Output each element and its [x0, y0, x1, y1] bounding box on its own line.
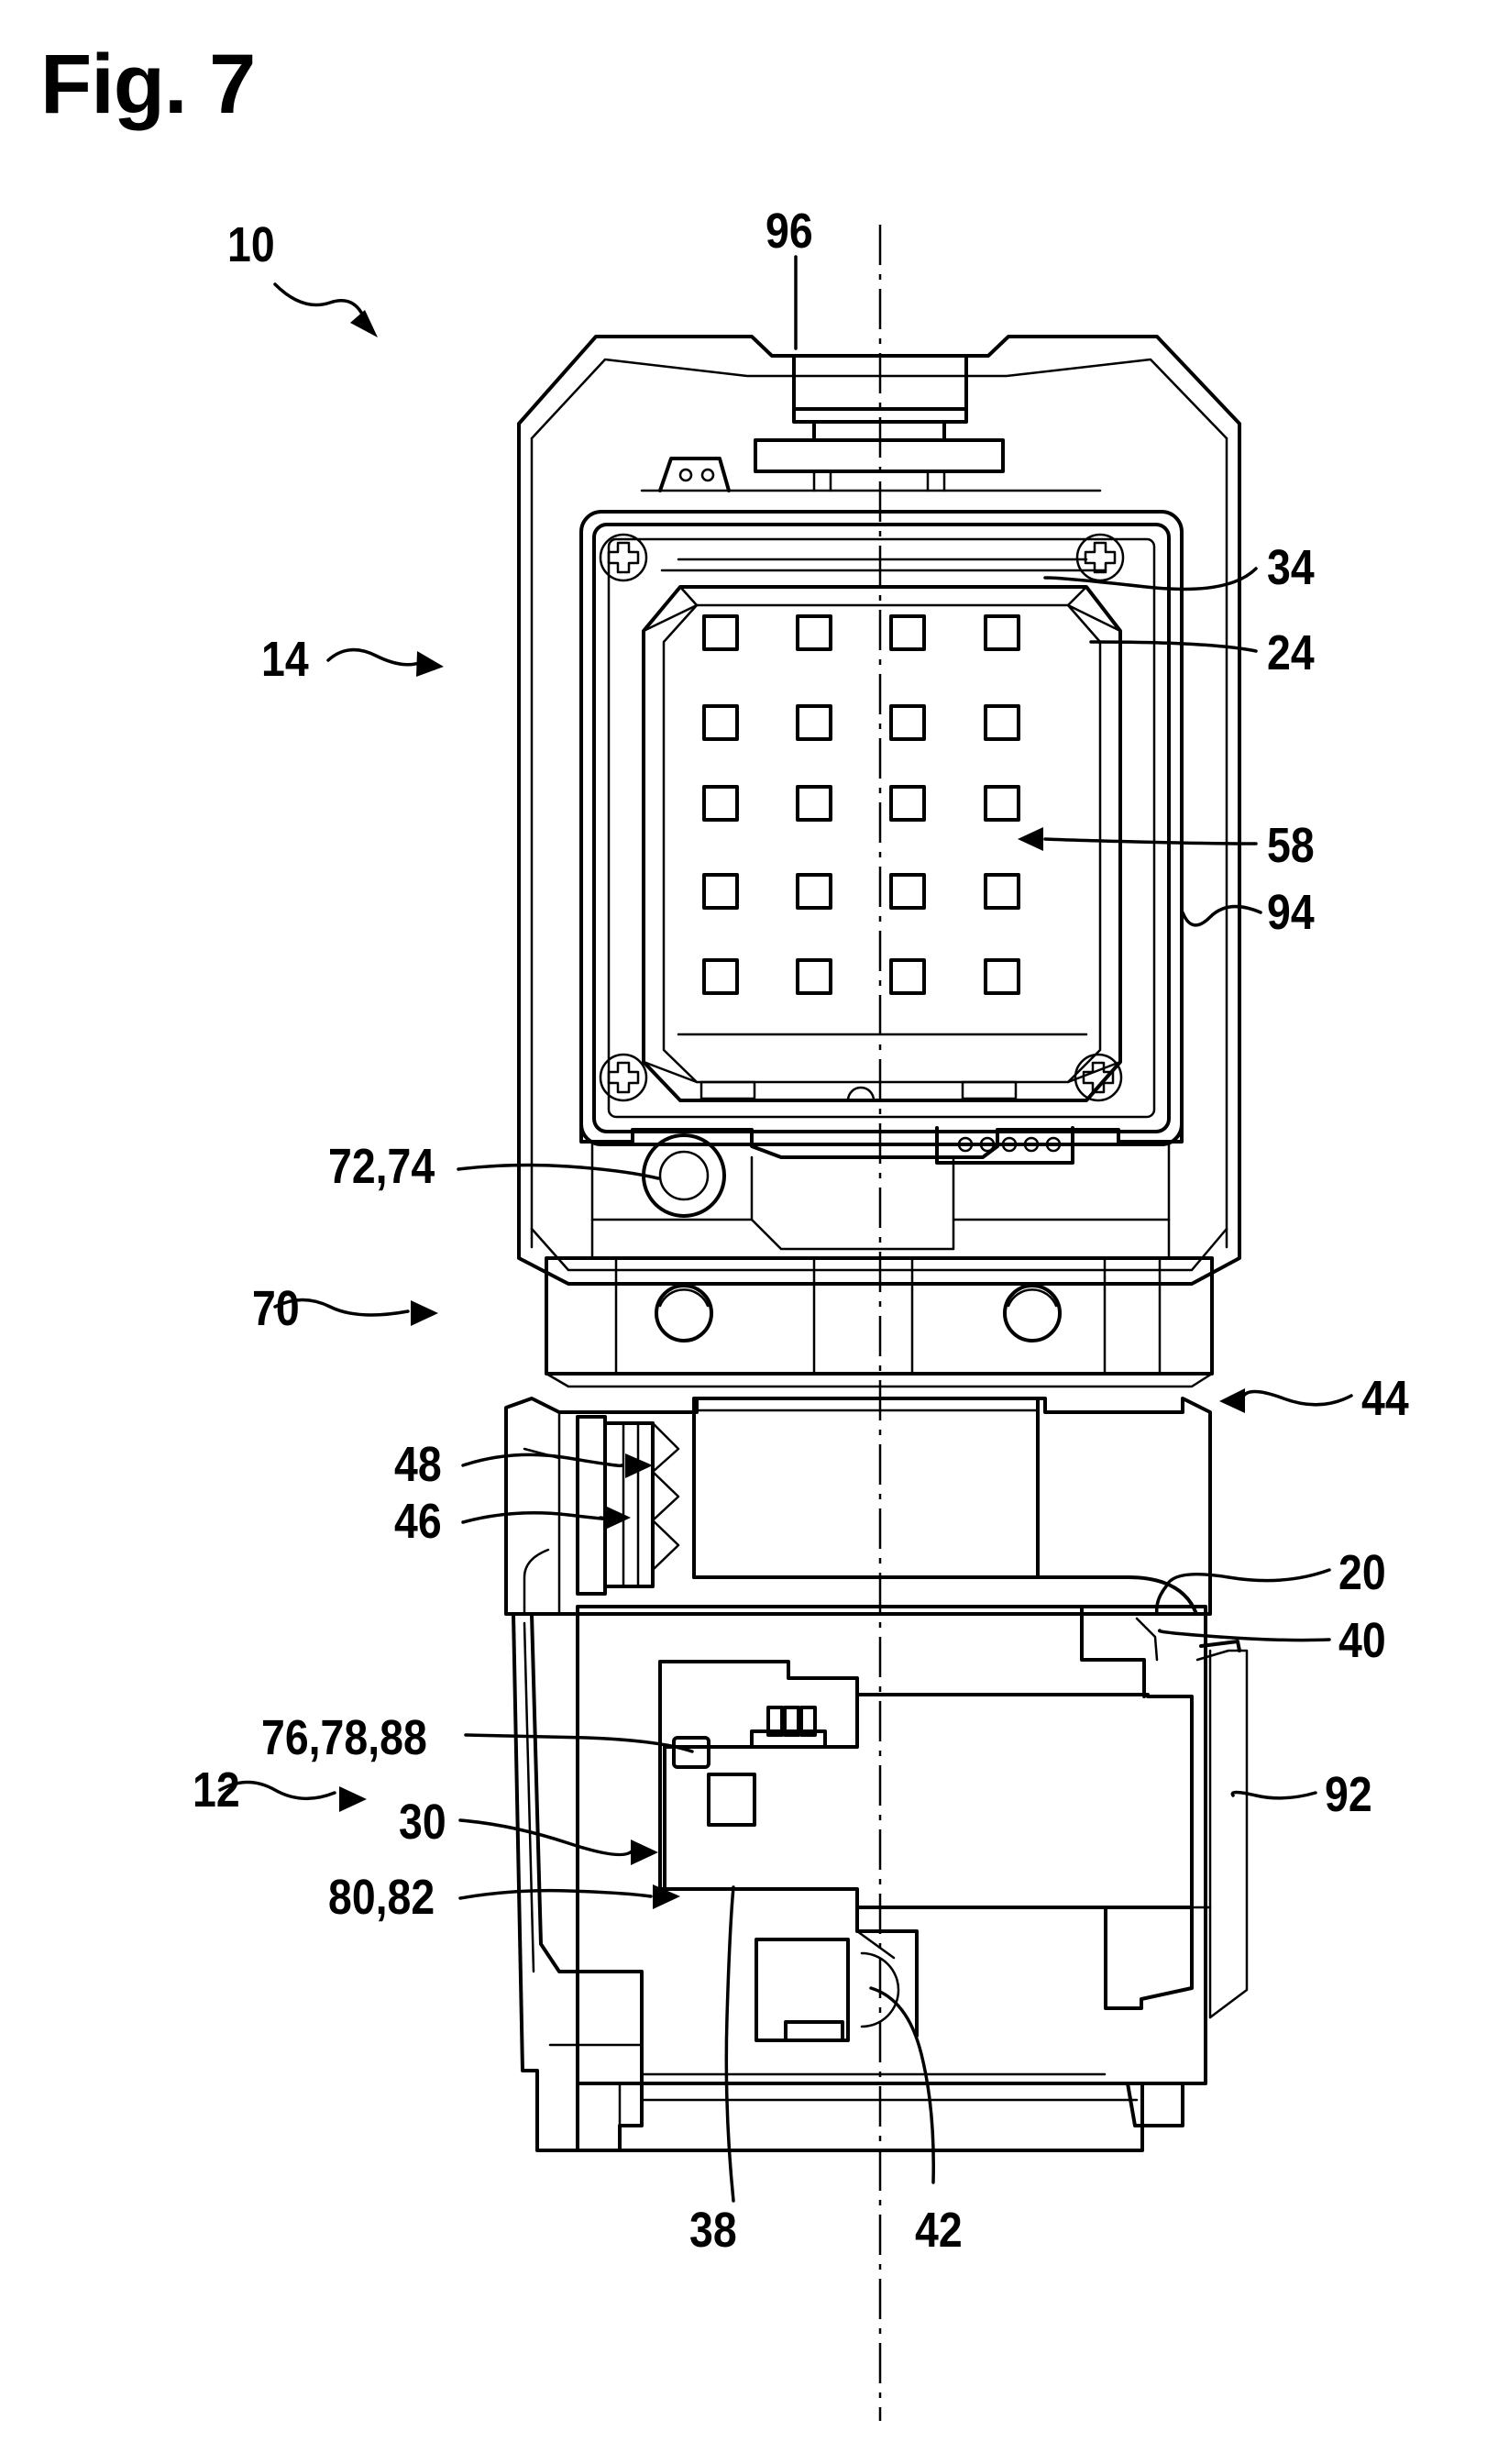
label-12: 12	[193, 1762, 240, 1818]
led-cell	[796, 873, 832, 910]
led-cell	[889, 958, 926, 995]
led-cell	[796, 704, 832, 741]
figure-title: Fig. 7	[40, 38, 256, 131]
top-connector	[640, 354, 1102, 492]
label-96: 96	[766, 204, 813, 259]
led-grid	[702, 614, 1020, 995]
led-cell	[984, 704, 1020, 741]
label-48: 48	[394, 1437, 442, 1492]
led-cell	[984, 614, 1020, 651]
upper-housing-lower	[579, 1115, 1184, 1260]
display-frame	[579, 510, 1184, 1146]
led-cell	[702, 704, 739, 741]
label-76-78-88: 76,78,88	[261, 1710, 427, 1765]
label-92: 92	[1325, 1767, 1372, 1822]
label-30: 30	[399, 1795, 446, 1850]
middle-section	[504, 1397, 1212, 1616]
led-cell	[702, 958, 739, 995]
corner-screws	[599, 533, 1125, 1102]
led-cell	[889, 704, 926, 741]
led-cell	[702, 785, 739, 822]
led-cell	[796, 614, 832, 651]
label-14: 14	[261, 632, 309, 687]
led-cell	[796, 958, 832, 995]
led-cell	[984, 958, 1020, 995]
led-cell	[702, 873, 739, 910]
label-94: 94	[1267, 885, 1315, 940]
led-cell	[796, 785, 832, 822]
label-58: 58	[1267, 818, 1315, 873]
led-cell	[889, 614, 926, 651]
led-cell	[889, 873, 926, 910]
ring-nut	[545, 1256, 1214, 1388]
label-44: 44	[1361, 1371, 1409, 1426]
led-cell	[984, 873, 1020, 910]
leader-lines	[218, 255, 1353, 2203]
label-34: 34	[1267, 540, 1315, 595]
label-80-82: 80,82	[328, 1870, 435, 1925]
label-38: 38	[689, 2203, 737, 2258]
label-46: 46	[394, 1494, 442, 1549]
label-24: 24	[1267, 625, 1315, 680]
label-72-74: 72,74	[328, 1139, 435, 1194]
label-40: 40	[1338, 1613, 1386, 1668]
led-cell	[889, 785, 926, 822]
led-cell	[702, 614, 739, 651]
lower-housing	[512, 1605, 1249, 2152]
label-20: 20	[1338, 1545, 1386, 1600]
led-cell	[984, 785, 1020, 822]
label-10: 10	[227, 217, 275, 272]
label-42: 42	[915, 2203, 963, 2258]
label-70: 70	[252, 1281, 300, 1336]
